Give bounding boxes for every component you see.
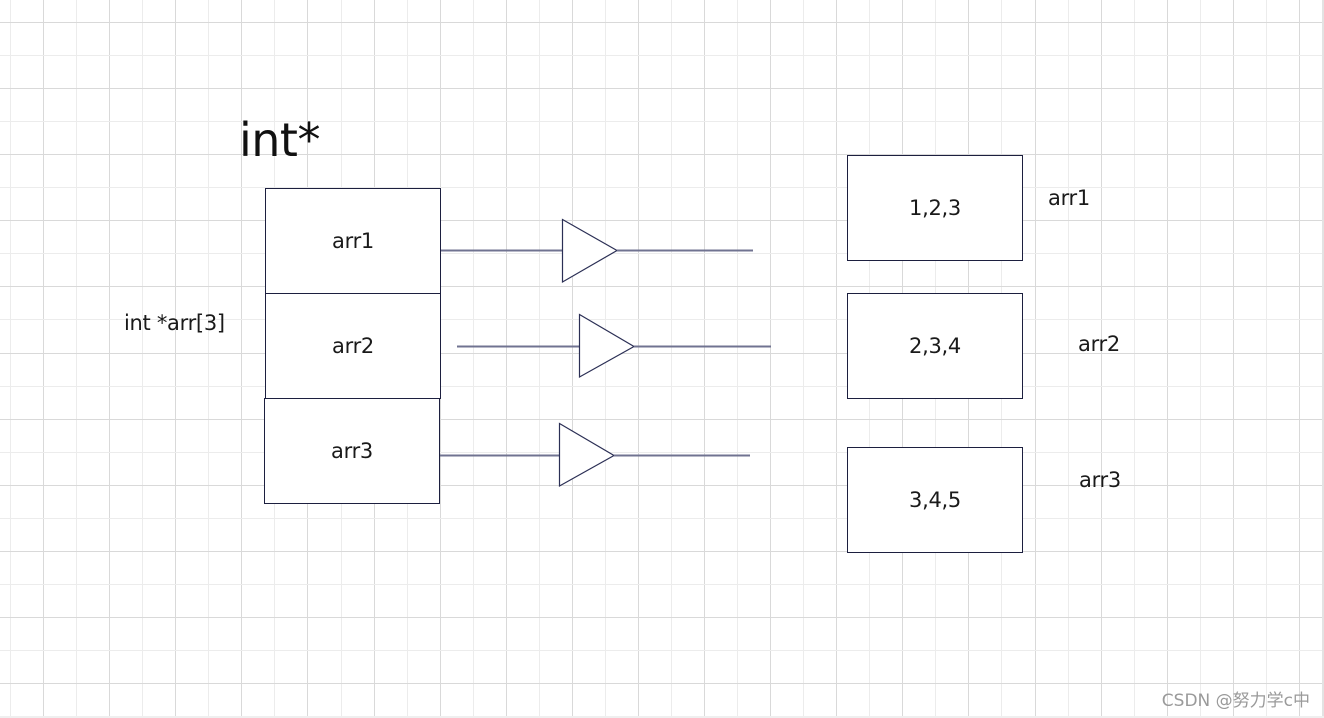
declaration-label: int *arr[3] [124, 311, 225, 335]
target-array-values: 3,4,5 [909, 488, 961, 512]
arrow-triangle-icon [561, 218, 619, 284]
bottom-edge-strip [0, 716, 1324, 718]
pointer-type-label: int* [239, 113, 320, 167]
target-array-name: arr3 [1079, 468, 1121, 492]
right-edge-strip [1322, 0, 1324, 718]
connector-arr1 [441, 218, 753, 284]
connector-arr3 [437, 422, 750, 488]
pointer-array-cell[interactable]: arr1 [265, 188, 441, 294]
pointer-cell-label: arr2 [332, 334, 374, 358]
pointer-cell-label: arr1 [332, 229, 374, 253]
pointer-cell-label: arr3 [331, 439, 373, 463]
target-array-values: 1,2,3 [909, 196, 961, 220]
target-array-box[interactable]: 3,4,5 [847, 447, 1023, 553]
arrow-triangle-icon [558, 422, 616, 488]
arrow-triangle-icon [578, 313, 636, 379]
target-array-values: 2,3,4 [909, 334, 961, 358]
pointer-array-cell[interactable]: arr2 [265, 293, 441, 399]
target-array-name: arr1 [1048, 186, 1090, 210]
target-array-name: arr2 [1078, 332, 1120, 356]
pointer-array-cell[interactable]: arr3 [264, 398, 440, 504]
connector-arr2 [457, 313, 771, 379]
target-array-box[interactable]: 1,2,3 [847, 155, 1023, 261]
target-array-box[interactable]: 2,3,4 [847, 293, 1023, 399]
connectors-layer [437, 218, 771, 488]
watermark: CSDN @努力学c中 [1161, 691, 1310, 711]
